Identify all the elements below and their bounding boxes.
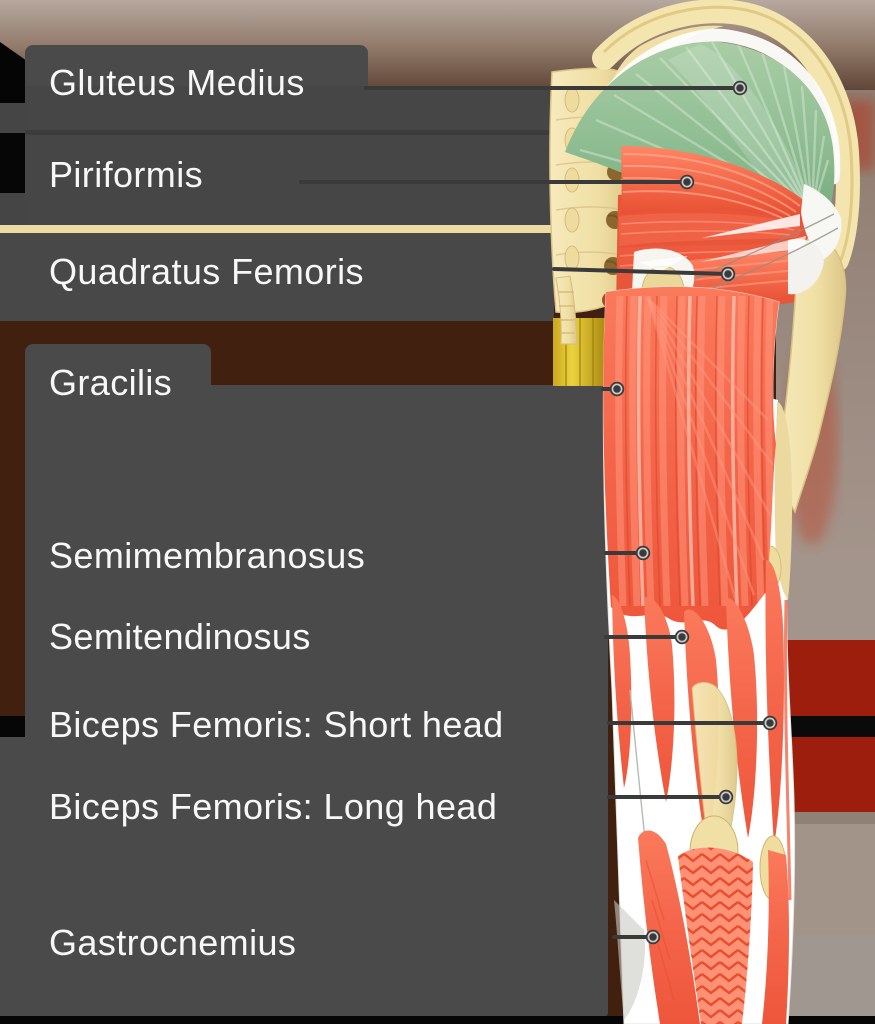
black-left-strip (0, 133, 26, 193)
pointer-dot-ring (611, 383, 623, 395)
bottom-black-strip (0, 1016, 875, 1024)
pointer-dot-ring (676, 631, 688, 643)
lateral-edge-bundle (765, 560, 784, 845)
pointer-dot-ring (637, 547, 649, 559)
label-biceps-femoris-short-head[interactable]: Biceps Femoris: Short head (49, 704, 504, 745)
coccyx-segments (558, 291, 575, 334)
background-band-red (776, 640, 875, 716)
lower-muscle-bundles[interactable] (612, 560, 792, 901)
ilium-bone (600, 25, 724, 143)
label-panel-lower-left (0, 737, 26, 1018)
label-panel (25, 86, 554, 225)
cream-divider (0, 225, 554, 233)
label-gastrocnemius[interactable]: Gastrocnemius (49, 922, 297, 963)
gray-left-strip (0, 193, 26, 225)
pointer-dot-ring (647, 931, 659, 943)
label-semitendinosus[interactable]: Semitendinosus (49, 616, 311, 657)
label-box-quadratus-femoris[interactable] (0, 233, 554, 321)
semimembranosus-bundle (612, 595, 632, 788)
pointer-dot-ring (681, 176, 693, 188)
background-band-black (776, 716, 875, 737)
pointer-dot-ring (720, 791, 732, 803)
hamstring-adductor-mass[interactable] (603, 286, 779, 630)
piriformis-muscle[interactable] (621, 146, 810, 220)
leader-lines (299, 80, 778, 945)
semitendinosus-bundle (644, 596, 675, 802)
background-band (776, 812, 875, 824)
gray-left-strip (0, 103, 26, 133)
leader-line-quadratus-femoris (552, 267, 730, 276)
label-biceps-femoris-long-head[interactable]: Biceps Femoris: Long head (49, 786, 498, 827)
panel-seam (25, 130, 554, 135)
pointer-dot-ring (734, 82, 746, 94)
coccyx-bone (555, 275, 578, 345)
pointer-dot-ring (764, 717, 776, 729)
label-gluteus-medius[interactable]: Gluteus Medius (49, 62, 305, 103)
lateral-femur-strip (774, 402, 792, 600)
label-quadratus-femoris[interactable]: Quadratus Femoris (49, 251, 364, 292)
brown-left-strip (0, 390, 26, 720)
label-semimembranosus[interactable]: Semimembranosus (49, 535, 366, 576)
iliac-crest-bone (592, 0, 860, 272)
biceps-lateral-bundle (726, 598, 758, 838)
background-band (776, 560, 875, 640)
gastrocnemius-muscle[interactable] (614, 830, 789, 1024)
label-panel-lower (25, 385, 608, 1018)
iliac-crest-edge (602, 5, 854, 263)
label-box-gracilis[interactable] (25, 344, 211, 390)
label-piriformis[interactable]: Piriformis (49, 154, 203, 195)
black-left-strip (0, 716, 26, 738)
pointer-dot-ring (722, 268, 734, 280)
label-gracilis[interactable]: Gracilis (49, 362, 173, 403)
